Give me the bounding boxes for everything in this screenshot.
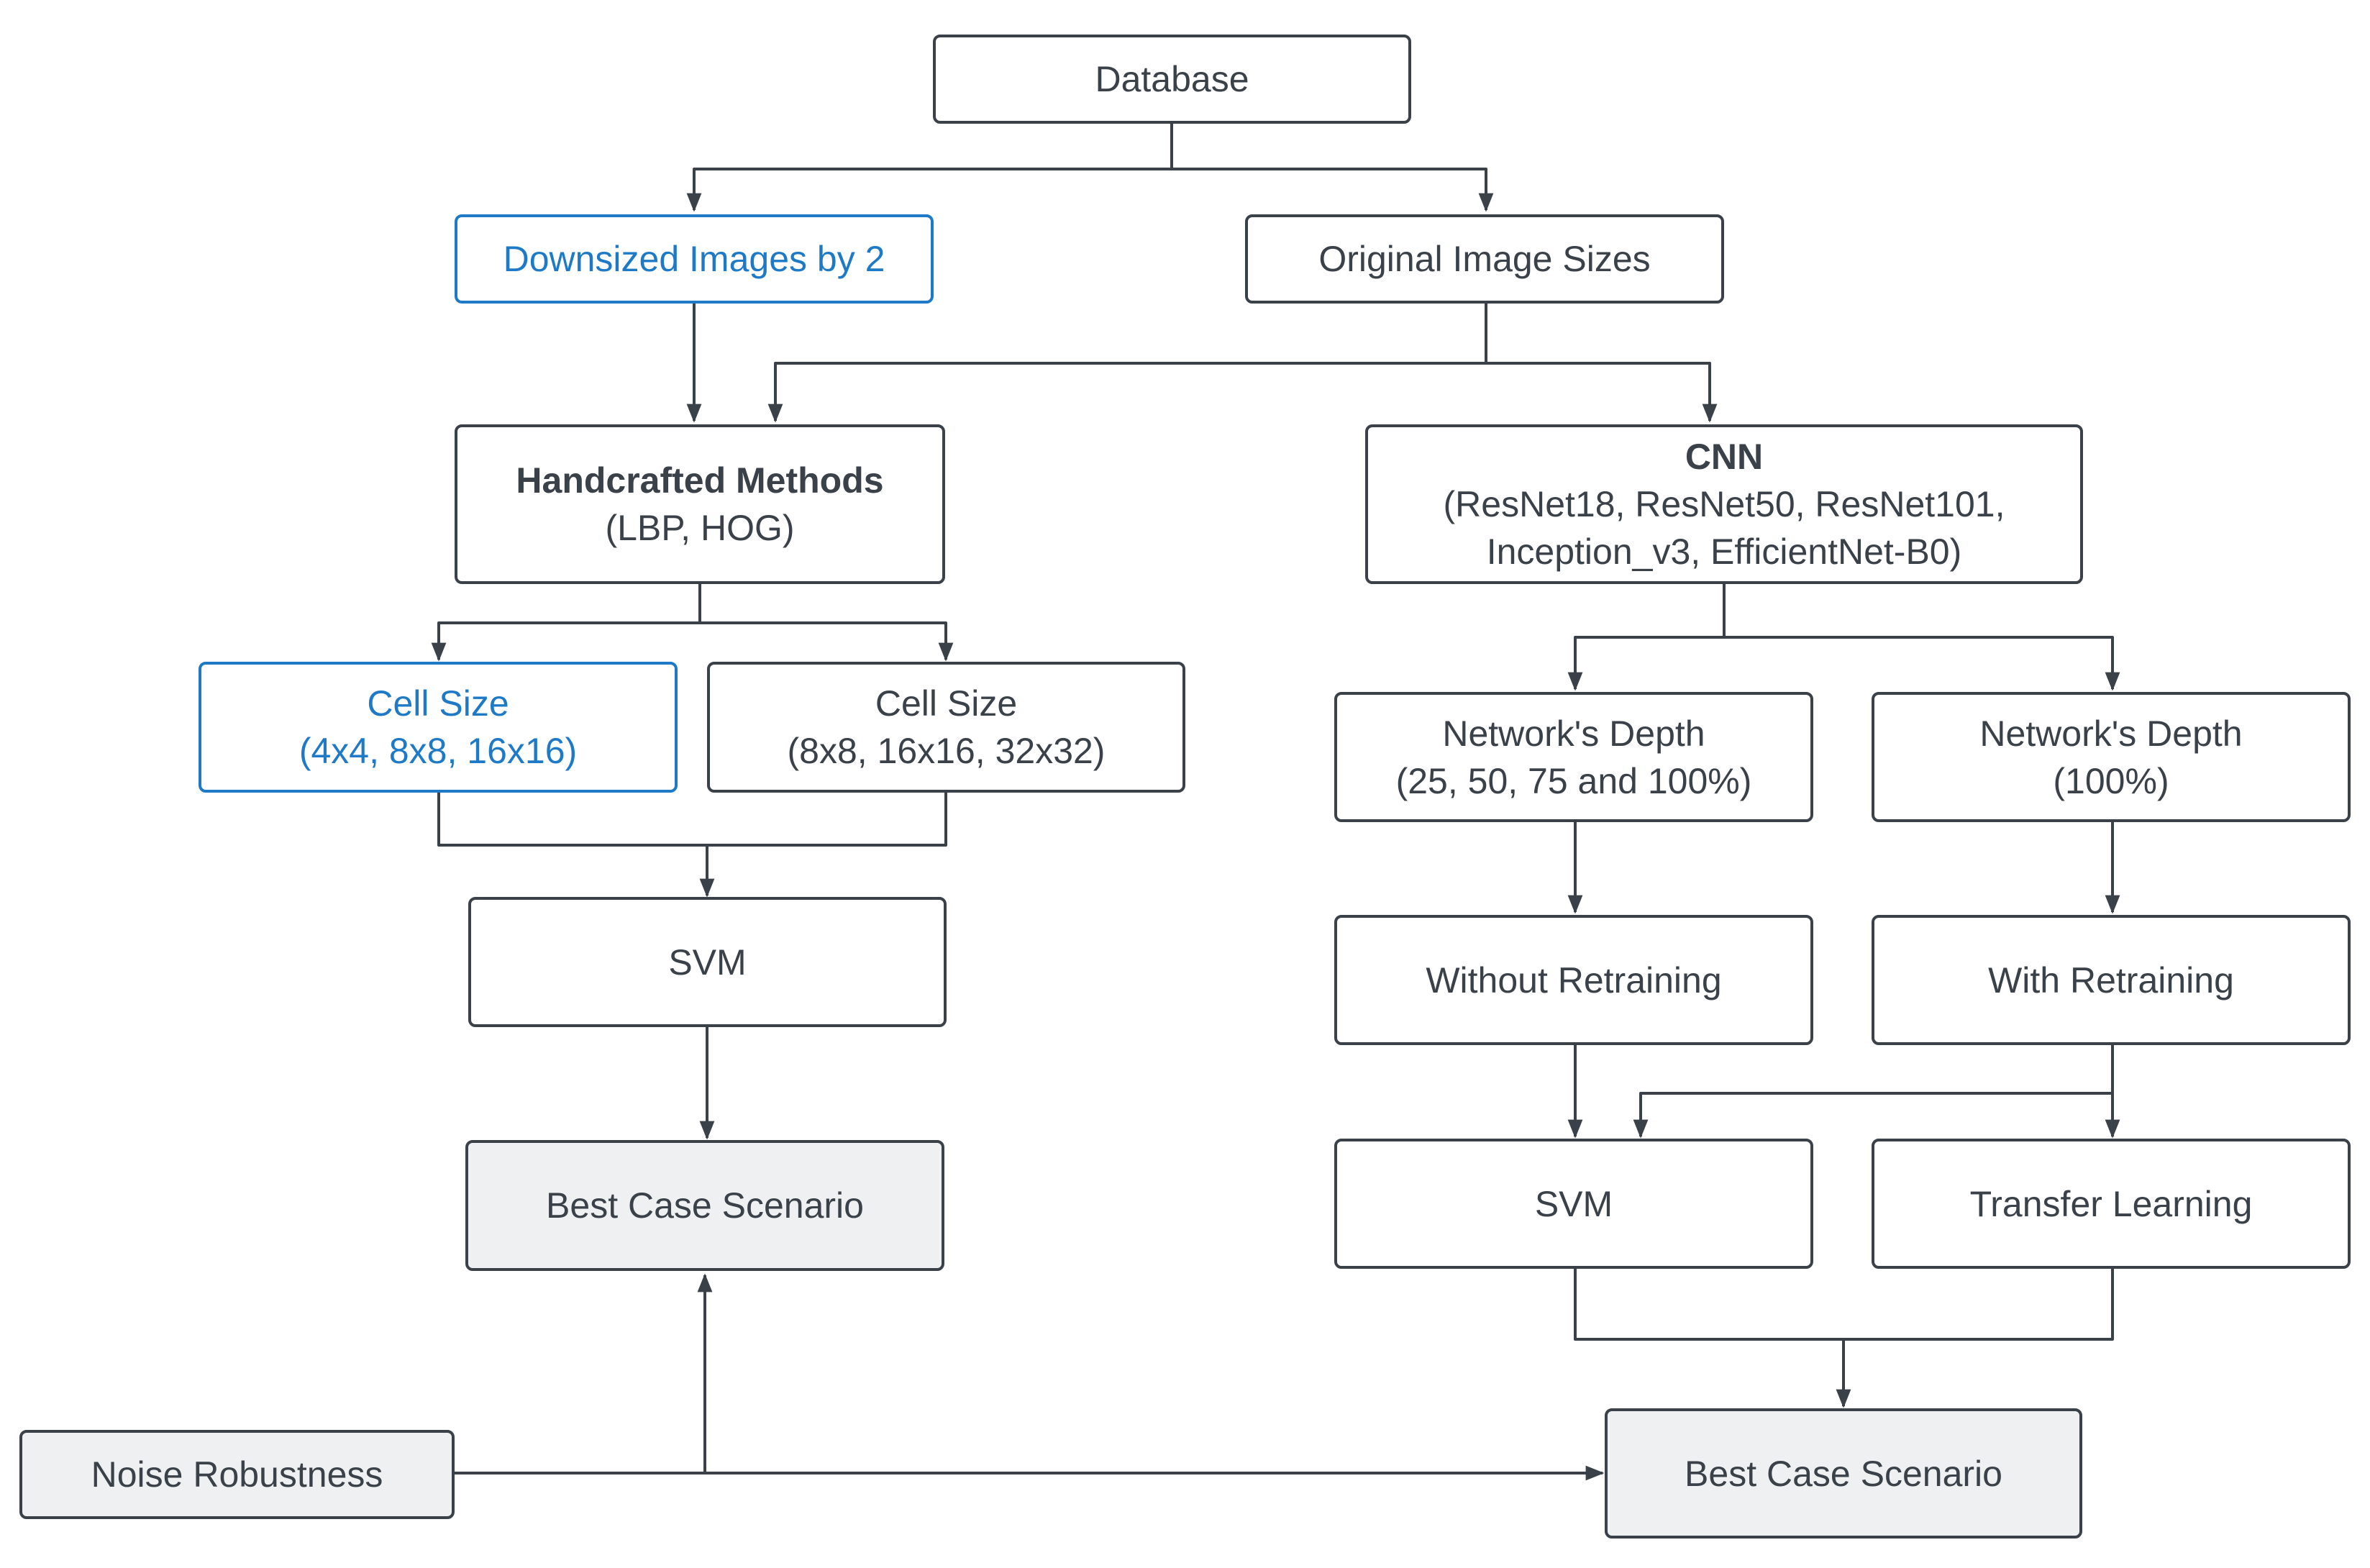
best-case-scenario-left-label: Best Case Scenario [546, 1185, 864, 1226]
connector-with-split [1639, 1045, 2114, 1118]
svm-left-node: SVM [468, 897, 947, 1027]
cnn-models-line-1: (ResNet18, ResNet50, ResNet101, [1443, 484, 2005, 524]
transfer-learning-node: Transfer Learning [1872, 1139, 2351, 1269]
cell-size-large-node: Cell Size (8x8, 16x16, 32x32) [707, 662, 1185, 793]
handcrafted-methods-title: Handcrafted Methods [516, 460, 884, 501]
svm-right-node: SVM [1334, 1139, 1813, 1269]
with-retraining-label: With Retraining [1988, 960, 2234, 1000]
connector-database-split [693, 124, 1487, 207]
connector-original-split [774, 304, 1711, 403]
handcrafted-methods-node: Handcrafted Methods (LBP, HOG) [455, 424, 945, 584]
noise-robustness-label: Noise Robustness [91, 1454, 383, 1495]
best-case-scenario-right-label: Best Case Scenario [1685, 1453, 2002, 1494]
with-retraining-node: With Retraining [1872, 915, 2351, 1045]
connector-cells-merge [437, 793, 947, 874]
handcrafted-methods-subtitle: (LBP, HOG) [605, 508, 795, 548]
without-retraining-node: Without Retraining [1334, 915, 1813, 1045]
original-image-sizes-label: Original Image Sizes [1318, 239, 1651, 279]
original-image-sizes-node: Original Image Sizes [1245, 214, 1724, 304]
database-node: Database [933, 35, 1411, 124]
network-depth-full-title: Network's Depth [1979, 713, 2243, 754]
cell-size-large-title: Cell Size [875, 683, 1018, 724]
best-case-scenario-left-node: Best Case Scenario [465, 1140, 944, 1271]
noise-robustness-node: Noise Robustness [19, 1430, 455, 1519]
connector-right-merge [1574, 1269, 2114, 1381]
cnn-models-line-2: Inception_v3, EfficientNet-B0) [1486, 532, 1962, 572]
without-retraining-label: Without Retraining [1426, 960, 1722, 1000]
cell-size-large-values: (8x8, 16x16, 32x32) [787, 731, 1106, 771]
cell-size-small-node: Cell Size (4x4, 8x8, 16x16) [199, 662, 678, 793]
connector-cnn-split [1574, 584, 2114, 669]
svm-left-label: SVM [668, 942, 747, 983]
downsized-images-label: Downsized Images by 2 [503, 239, 885, 279]
cell-size-small-values: (4x4, 8x8, 16x16) [298, 731, 578, 771]
best-case-scenario-right-node: Best Case Scenario [1605, 1408, 2082, 1539]
cell-size-small-title: Cell Size [367, 683, 509, 724]
cnn-title: CNN [1685, 437, 1764, 477]
transfer-learning-label: Transfer Learning [1969, 1183, 2253, 1224]
network-depth-partial-values: (25, 50, 75 and 100%) [1395, 760, 1752, 801]
network-depth-full-node: Network's Depth (100%) [1872, 692, 2351, 822]
network-depth-partial-title: Network's Depth [1442, 713, 1705, 754]
downsized-images-node: Downsized Images by 2 [455, 214, 934, 304]
cnn-node: CNN (ResNet18, ResNet50, ResNet101, Ince… [1365, 424, 2083, 584]
connector-handcrafted-split [437, 584, 947, 640]
svm-right-label: SVM [1534, 1183, 1613, 1224]
network-depth-full-values: (100%) [2053, 760, 2169, 801]
database-label: Database [1095, 59, 1249, 99]
network-depth-partial-node: Network's Depth (25, 50, 75 and 100%) [1334, 692, 1813, 822]
